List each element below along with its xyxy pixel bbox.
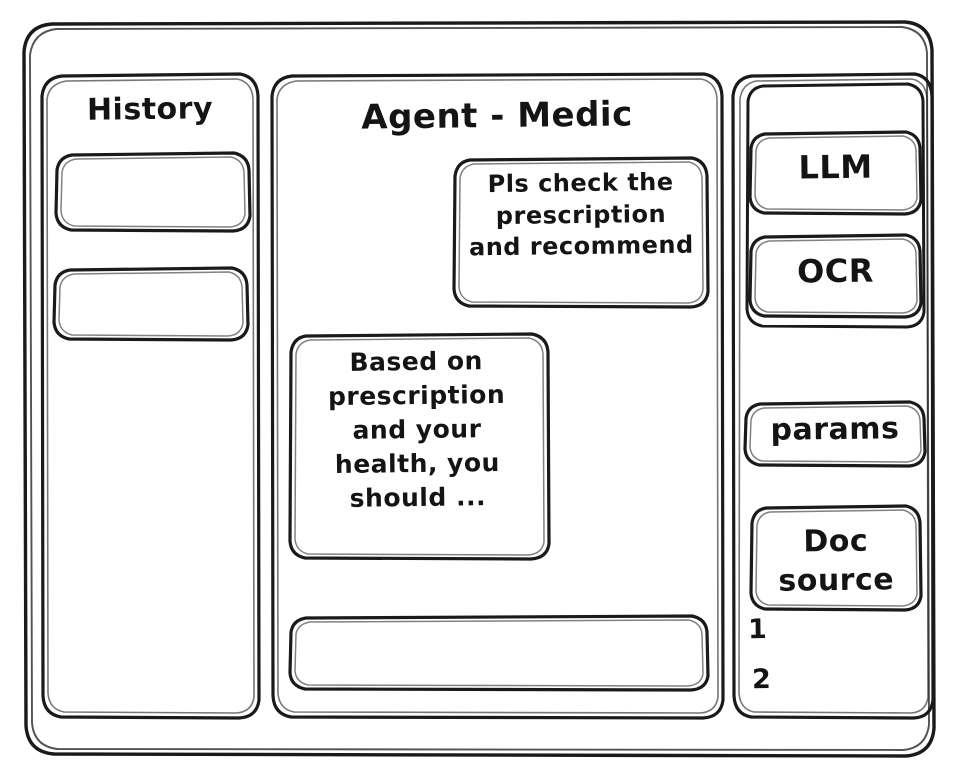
user-message: Pls check the prescription and recommend xyxy=(454,158,708,307)
assistant-message: Based on prescription and your health, y… xyxy=(290,334,549,559)
history-item-1[interactable] xyxy=(56,153,250,231)
history-panel-title: History xyxy=(86,91,214,128)
doc-source-item-2[interactable]: 2 xyxy=(751,663,772,696)
doc-source-button[interactable]: Doc source xyxy=(751,506,921,610)
tool-ocr-label: OCR xyxy=(796,251,875,291)
user-message-text: Pls check the prescription and recommend xyxy=(468,167,694,262)
history-item-2[interactable] xyxy=(54,268,248,340)
tool-ocr-button[interactable]: OCR xyxy=(750,235,921,317)
params-label: params xyxy=(770,411,900,448)
assistant-message-text: Based on prescription and your health, y… xyxy=(327,346,506,513)
history-item-2-label xyxy=(54,291,248,293)
message-input-value xyxy=(308,636,688,641)
message-input[interactable] xyxy=(290,616,708,690)
tool-llm-label: LLM xyxy=(798,147,873,187)
doc-source-label: Doc source xyxy=(778,523,895,599)
page-title: Agent - Medic xyxy=(361,94,633,138)
doc-source-item-1[interactable]: 1 xyxy=(747,613,768,646)
params-button[interactable]: params xyxy=(745,402,925,466)
tool-llm-button[interactable]: LLM xyxy=(750,132,921,214)
history-item-1-label xyxy=(56,178,250,180)
